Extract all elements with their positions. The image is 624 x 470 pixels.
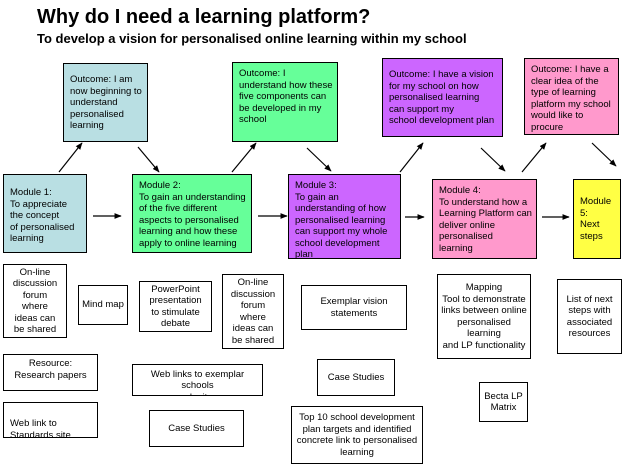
arrow-o2-m3 bbox=[306, 147, 332, 172]
module-4-box: Module 4: To understand how a Learning P… bbox=[432, 179, 537, 259]
arrow-m4-o4 bbox=[521, 142, 547, 173]
outcome-3-box: Outcome: I have a vision for my school o… bbox=[382, 58, 503, 137]
resource-next-steps-list: List of next steps with associated resou… bbox=[557, 279, 622, 354]
resource-case-studies-2: Case Studies bbox=[317, 359, 395, 396]
resource-exemplar-vision: Exemplar vision statements bbox=[301, 285, 407, 330]
resource-case-studies-1: Case Studies bbox=[149, 410, 244, 447]
outcome-1-box: Outcome: I am now beginning to understan… bbox=[63, 63, 148, 142]
resource-forum-1: On-line discussion forum where ideas can… bbox=[3, 264, 67, 338]
module-3-box: Module 3: To gain an understanding of ho… bbox=[288, 174, 401, 259]
resource-top-10-targets: Top 10 school development plan targets a… bbox=[291, 406, 423, 464]
arrow-m3-o3 bbox=[399, 142, 424, 173]
resource-web-links: Resource: Web links to exemplar schools … bbox=[132, 364, 263, 396]
module-1-box: Module 1: To appreciate the concept of p… bbox=[3, 174, 87, 253]
outcome-4-box: Outcome: I have a clear idea of the type… bbox=[524, 58, 619, 135]
arrow-o1-m2 bbox=[137, 146, 160, 173]
module-2-box: Module 2: To gain an understanding of th… bbox=[132, 174, 252, 253]
resource-standards-link: Web link to Standards site bbox=[3, 402, 98, 438]
resource-research-papers: Resource: Research papers bbox=[3, 354, 98, 391]
outcome-2-box: Outcome: I understand how these five com… bbox=[232, 62, 338, 142]
page-subtitle: To develop a vision for personalised onl… bbox=[37, 31, 467, 46]
resource-forum-2: On-line discussion forum where ideas can… bbox=[222, 274, 284, 349]
resource-powerpoint: PowerPoint presentation to stimulate deb… bbox=[139, 281, 212, 332]
arrow-m1-o1 bbox=[58, 142, 83, 173]
page-title: Why do I need a learning platform? bbox=[37, 6, 371, 28]
arrow-o3-m4 bbox=[480, 147, 506, 172]
resource-mind-map: Mind map bbox=[78, 285, 128, 325]
resource-becta-matrix: Becta LP Matrix bbox=[479, 382, 528, 422]
module-5-box: Module 5: Next steps bbox=[573, 179, 621, 259]
arrow-o4-m5 bbox=[591, 142, 617, 167]
resource-mapping-tool: Mapping Tool to demonstrate links betwee… bbox=[437, 274, 531, 359]
arrow-m2-o2 bbox=[231, 142, 257, 173]
